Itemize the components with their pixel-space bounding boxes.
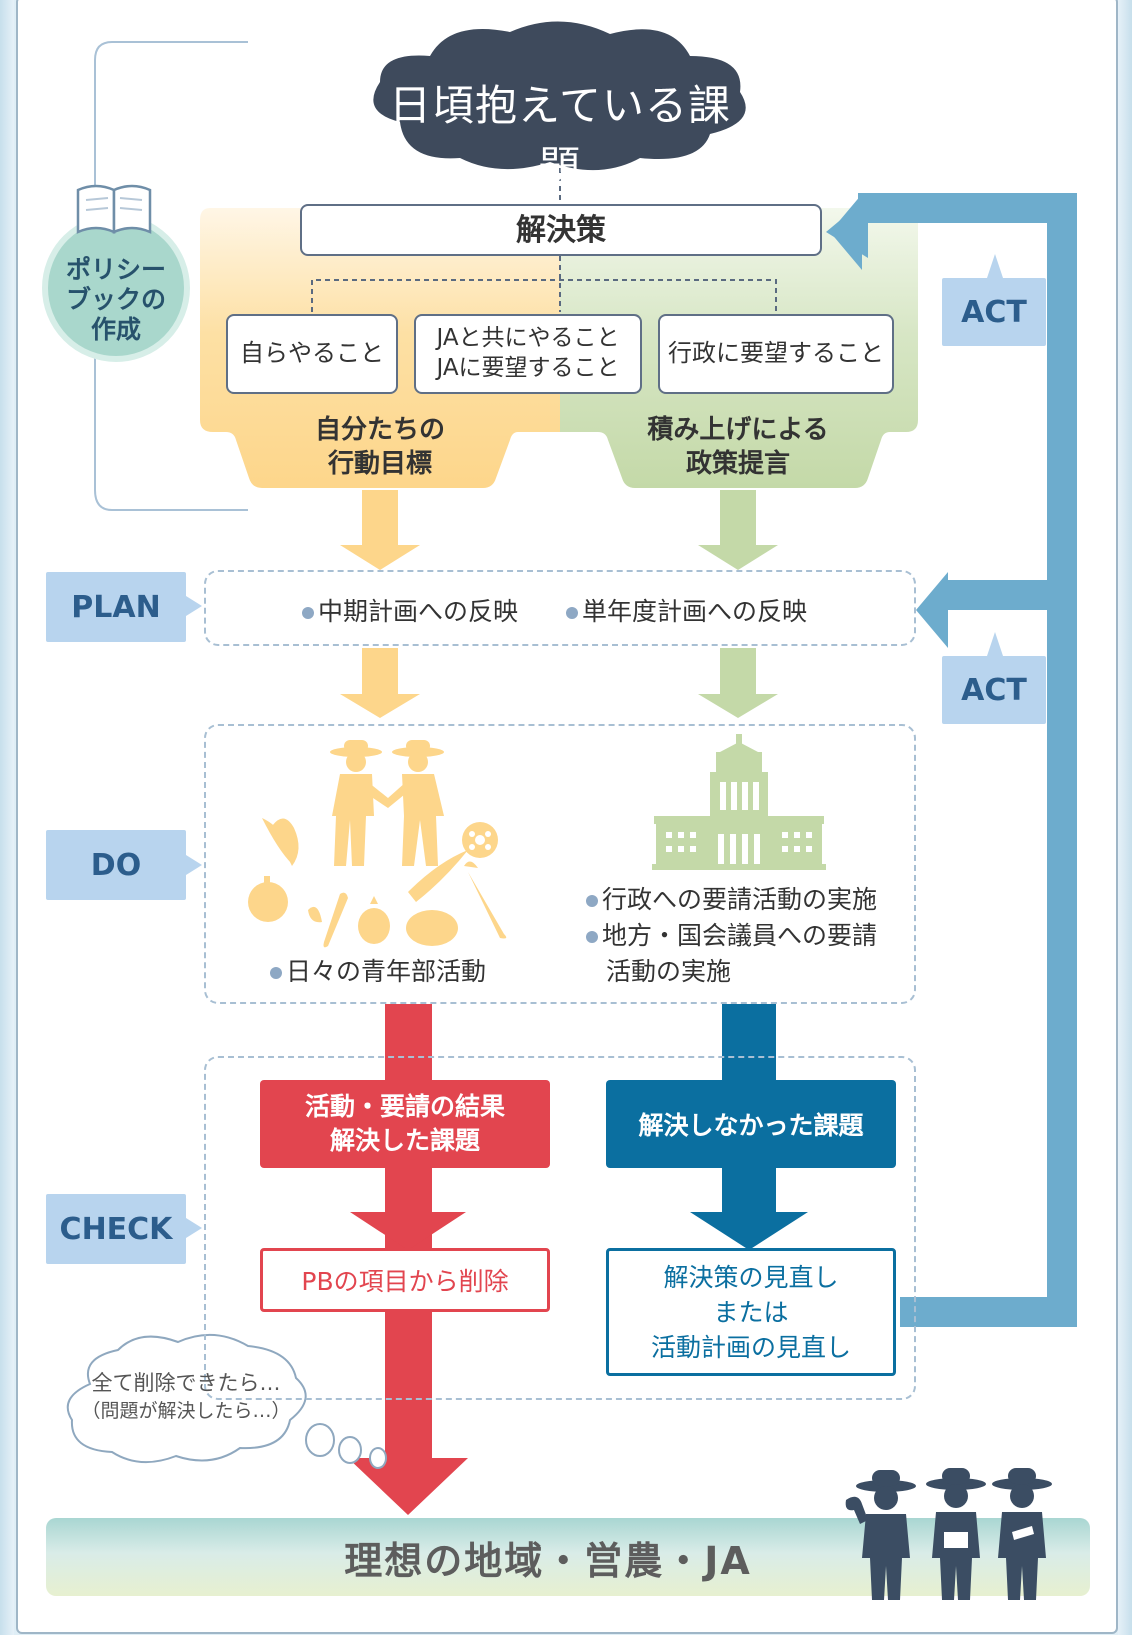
do-left-item: 日々の青年部活動 (270, 952, 486, 988)
goal-left-line2: 行動目標 (327, 448, 432, 479)
policy-book-line3: 作成 (90, 315, 141, 344)
plan-item-1: 中期計画への反映 (302, 592, 518, 628)
stage-check: CHECK (46, 1194, 186, 1264)
ideal-label: 理想の地域・営農・JA (344, 1538, 752, 1583)
option-ja-box: JAと共にやること JAに要望すること (414, 314, 642, 394)
solved-line1: 活動・要請の結果 (304, 1092, 505, 1122)
thought-bubble (66, 1333, 307, 1464)
orange-arrow-1 (340, 490, 420, 570)
open-book-icon (76, 184, 152, 234)
problem-cloud (373, 21, 746, 171)
bullet-icon (302, 607, 314, 619)
solution-box: 解決策 (300, 204, 822, 256)
goal-left-line1: 自分たちの (314, 415, 445, 445)
do-box (204, 724, 916, 1004)
policy-book-badge: ポリシー ブックの 作成 (42, 214, 190, 362)
option-gov-box: 行政に要望すること (658, 314, 894, 394)
check-box (204, 1056, 916, 1400)
act-label-1: ACT (942, 278, 1046, 346)
green-arrow-1 (698, 490, 778, 570)
do-right-item-2-label: 地方・国会議員への要請 (602, 921, 878, 950)
goal-right-line2: 政策提言 (685, 448, 790, 479)
plan-item-2: 単年度計画への反映 (566, 592, 807, 628)
ideal-bar: 理想の地域・営農・JA (46, 1518, 1090, 1596)
option-ja-line2: JAに要望すること (436, 355, 620, 381)
review-line2: または (713, 1297, 789, 1327)
solved-line2: 解決した課題 (329, 1126, 480, 1155)
vegetables-icon (248, 818, 507, 948)
plan-box (204, 570, 916, 646)
solution-label: 解決策 (516, 212, 606, 248)
stage-plan: PLAN (46, 572, 186, 642)
unsolved-box: 解決しなかった課題 (606, 1080, 896, 1168)
remove-box: PBの項目から削除 (260, 1248, 550, 1312)
option-self-box: 自らやること (226, 314, 398, 394)
green-arrow-2 (698, 648, 778, 718)
do-left-item-label: 日々の青年部活動 (286, 957, 487, 986)
parliament-building-icon (652, 734, 826, 870)
review-box: 解決策の見直し または 活動計画の見直し (606, 1248, 896, 1376)
bullet-icon (586, 895, 598, 907)
goal-right: 積み上げによる 政策提言 (628, 414, 848, 482)
goal-left: 自分たちの 行動目標 (270, 414, 490, 482)
do-right-item-2: 地方・国会議員への要請 (586, 916, 877, 952)
option-ja-line1: JAと共にやること (436, 325, 620, 352)
farmer-group-icon (845, 1468, 1052, 1600)
act-label-2: ACT (942, 656, 1046, 724)
do-right-item-2-cont: 活動の実施 (606, 957, 732, 986)
bullet-icon (566, 607, 578, 619)
do-right-item-1-label: 行政への要請活動の実施 (602, 885, 878, 914)
option-gov-label: 行政に要望すること (668, 339, 884, 368)
remove-label: PBの項目から削除 (301, 1267, 509, 1296)
review-line1: 解決策の見直し (663, 1262, 839, 1292)
farmers-handshake-icon (330, 740, 444, 866)
cloud-title: 日頃抱えている課題 (389, 81, 731, 191)
plan-item-1-label: 中期計画への反映 (318, 597, 519, 626)
act-loop-arrow (858, 193, 1077, 1327)
plan-item-2-label: 単年度計画への反映 (582, 597, 808, 626)
review-line3: 活動計画の見直し (650, 1332, 851, 1362)
unsolved-label: 解決しなかった課題 (638, 1111, 864, 1140)
goal-right-line1: 積み上げによる (647, 415, 829, 445)
thought-line1: 全て削除できたら… (91, 1371, 281, 1395)
option-self-label: 自らやること (240, 339, 384, 368)
policy-book-line2: ブックの (65, 285, 166, 314)
bullet-icon (270, 967, 282, 979)
bullet-icon (586, 931, 598, 943)
thought-text: 全て削除できたら… （問題が解決したら…） (76, 1368, 296, 1426)
thought-line2: （問題が解決したら…） (81, 1400, 291, 1423)
stage-do: DO (46, 830, 186, 900)
orange-arrow-2 (340, 648, 420, 718)
policy-book-line1: ポリシー (65, 255, 166, 284)
do-right-item-1: 行政への要請活動の実施 (586, 880, 877, 916)
solved-box: 活動・要請の結果 解決した課題 (260, 1080, 550, 1168)
